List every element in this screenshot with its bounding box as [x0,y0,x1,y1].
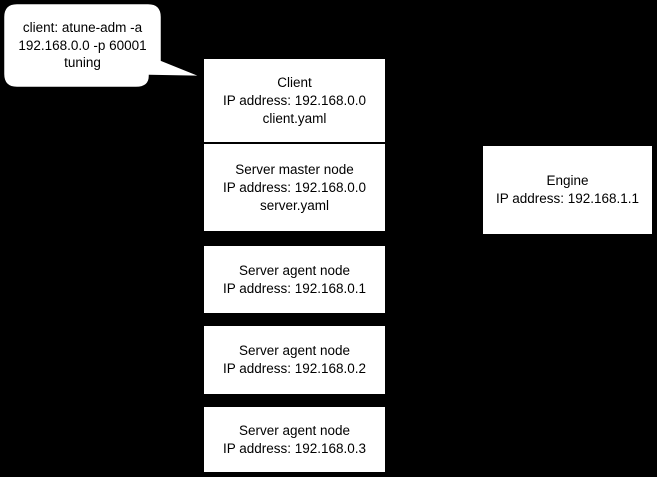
node-title: Client [277,74,312,90]
node-ip-address: IP address: 192.168.0.1 [222,280,367,296]
node-config-file: server.yaml [259,197,330,213]
node-config-file: client.yaml [262,110,327,126]
node-ip-address: IP address: 192.168.0.2 [222,361,367,376]
node-title: Server master node [235,161,354,177]
callout-command: client: atune-adm -a 192.168.0.0 -p 6000… [3,3,162,88]
node-server-master: Server master node IP address: 192.168.0… [202,142,387,233]
node-client: Client IP address: 192.168.0.0 client.ya… [202,57,387,144]
node-ip-address: IP address: 192.168.0.3 [222,440,367,456]
node-server-agent-3: Server agent node IP address: 192.168.0.… [202,405,387,474]
node-title: Server agent node [238,343,351,358]
node-ip-address: IP address: 192.168.0.0 [222,92,367,108]
node-title: Server agent node [238,262,351,278]
callout-line: client: atune-adm -a [22,20,143,36]
node-server-agent-1: Server agent node IP address: 192.168.0.… [202,244,387,315]
node-title: Server agent node [238,422,351,438]
callout-line: tuning [64,55,101,71]
callout-line: 192.168.0.0 -p 60001 [18,37,147,53]
node-server-agent-2: Server agent node IP address: 192.168.0.… [202,324,387,396]
node-ip-address: IP address: 192.168.0.0 [222,179,367,195]
node-ip-address: IP address: 192.168.1.1 [495,191,640,206]
node-engine: Engine IP address: 192.168.1.1 [481,144,654,236]
node-title: Engine [546,173,589,188]
speech-bubble-shape [1,1,205,90]
